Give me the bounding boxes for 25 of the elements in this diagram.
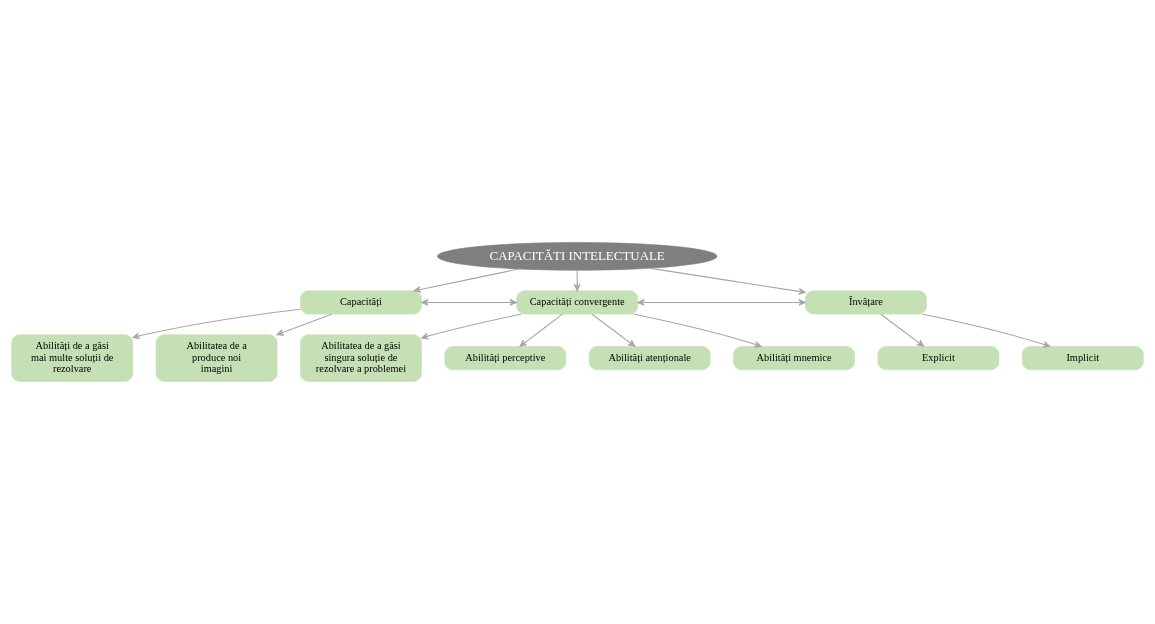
arrow [421, 313, 523, 340]
arrow [591, 313, 636, 347]
node-box: Capacități convergente [516, 290, 639, 315]
arrow [519, 313, 563, 347]
node-box: Învățare [805, 290, 927, 315]
arrow [573, 269, 581, 292]
arrow [637, 299, 806, 306]
node-box: Implicit [1021, 346, 1144, 371]
arrow [921, 313, 1051, 348]
arrow [421, 299, 517, 306]
arrow [648, 267, 806, 295]
arrow [276, 313, 333, 336]
node-box: Abilități perceptive [444, 346, 567, 371]
arrow [413, 268, 521, 293]
node-box: Abilități mnemice [733, 346, 855, 371]
arrow [632, 313, 762, 348]
node-ellipse: CAPACITĂTI INTELECTUALE [437, 242, 718, 271]
node-box: Abilitatea de a găsi singura soluție de rezolvare a problemei [300, 334, 422, 382]
node-box: Abilități de a găsi mai multe soluții de rezolvare [11, 334, 134, 382]
node-box: Abilitatea de a produce noi imagini [155, 334, 278, 382]
arrow [132, 308, 301, 340]
arrow [880, 313, 925, 347]
node-box: Abilități atenționale [588, 346, 711, 371]
node-box: Capacități [300, 290, 422, 315]
node-box: Explicit [877, 346, 1000, 371]
